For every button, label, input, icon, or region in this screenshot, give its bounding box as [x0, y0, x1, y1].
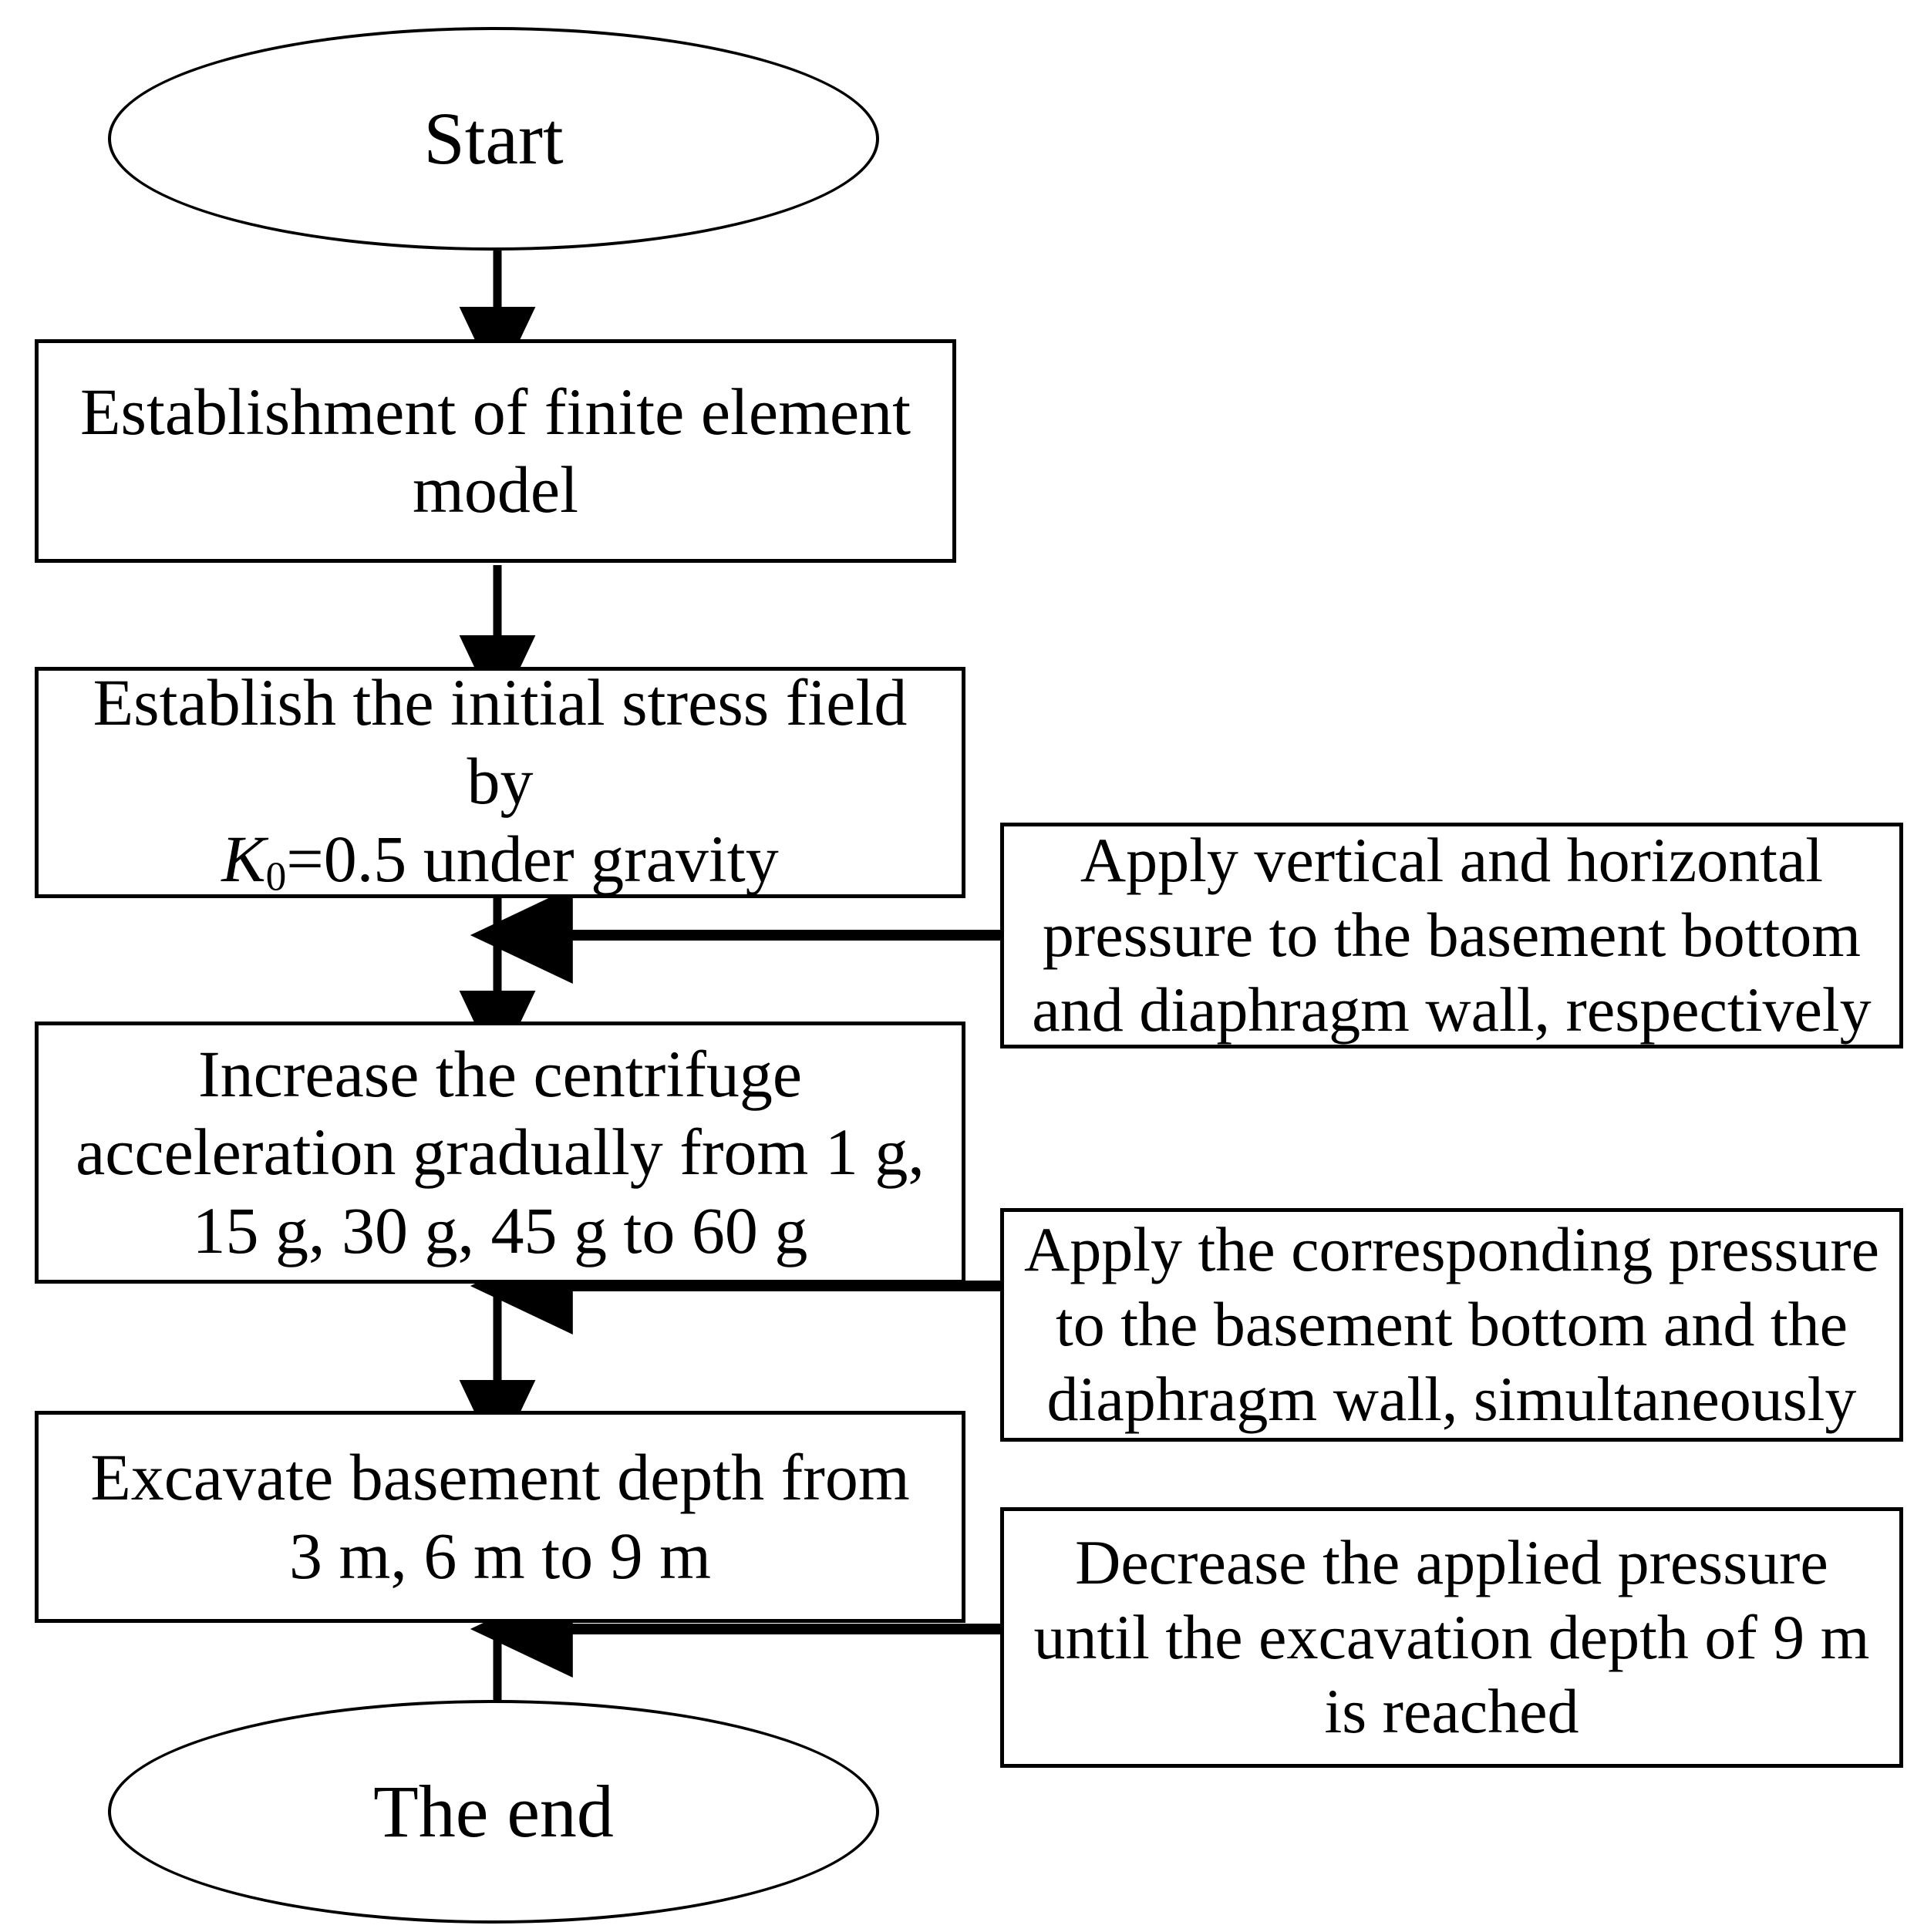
note-decrease-applied-pressure[interactable]: Decrease the applied pressure until the …	[1000, 1507, 1903, 1768]
node-end[interactable]: The end	[108, 1700, 879, 1924]
node-increase-centrifuge-acceleration[interactable]: Increase the centrifuge acceleration gra…	[35, 1022, 965, 1284]
node-establish-fe-model[interactable]: Establishment of finite element model	[35, 339, 956, 563]
node-establish-fe-model-label: Establishment of finite element model	[79, 374, 911, 527]
node-excavate-basement-depth-label: Excavate basement depth from 3 m, 6 m to…	[90, 1440, 910, 1593]
k0-symbol: K	[221, 822, 266, 897]
node-increase-centrifuge-acceleration-label: Increase the centrifuge acceleration gra…	[76, 1036, 925, 1267]
node-end-label: The end	[373, 1770, 614, 1853]
note-apply-vertical-horizontal-pressure-label: Apply vertical and horizontal pressure t…	[1032, 825, 1872, 1045]
note-apply-corresponding-pressure-label: Apply the corresponding pressure to the …	[1023, 1214, 1879, 1434]
node-start[interactable]: Start	[108, 27, 879, 251]
node-start-label: Start	[423, 97, 564, 180]
note-decrease-applied-pressure-label: Decrease the applied pressure until the …	[1033, 1526, 1870, 1747]
node-excavate-basement-depth[interactable]: Excavate basement depth from 3 m, 6 m to…	[35, 1411, 965, 1623]
note-apply-vertical-horizontal-pressure[interactable]: Apply vertical and horizontal pressure t…	[1000, 823, 1903, 1048]
note-apply-corresponding-pressure[interactable]: Apply the corresponding pressure to the …	[1000, 1208, 1903, 1442]
stress-line-2-suffix: =0.5 under gravity	[286, 822, 779, 897]
k0-subscript: 0	[265, 853, 287, 900]
stress-line-1: Establish the initial stress field by	[93, 665, 908, 818]
